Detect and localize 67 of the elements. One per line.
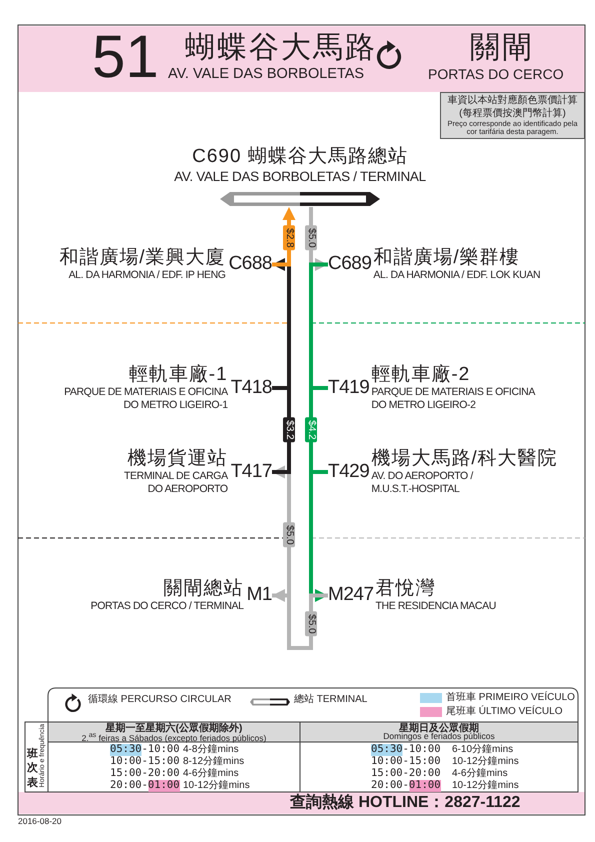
- stop-name-translation: AV. DO AEROPORTO / M.U.S.T.-HOSPITAL: [371, 470, 474, 496]
- stop-name: C690 蝴蝶谷大馬路總站: [192, 146, 408, 169]
- route-number: 51: [92, 24, 159, 90]
- legend-text: 循環線 PERCURSO CIRCULAR: [88, 694, 232, 705]
- legend-text: 首班車 PRIMEIRO VEÍCULO: [446, 692, 575, 703]
- stop-name: AV. VALE DAS BORBOLETAS / TERMINAL: [174, 168, 426, 185]
- fare-label: $5.0: [305, 225, 317, 251]
- time-range: 20:00-01:00: [371, 780, 441, 792]
- time-range: 10:00-15:00: [371, 756, 441, 768]
- stop-name-translation: PORTAS DO CERCO / TERMINAL: [90, 600, 244, 613]
- stop-name: 君悅灣: [376, 578, 436, 600]
- stop-name: 關閘總站: [164, 578, 244, 600]
- time-range: 20:00-01:00: [110, 780, 180, 792]
- hotline-text: 查詢熱線 HOTLINE：2827-1122: [290, 794, 520, 812]
- time-range: 15:00-20:00: [371, 768, 441, 780]
- stop-code: M247: [328, 584, 374, 606]
- stop-name: 輕軌車廠-2: [371, 364, 470, 386]
- frequency-text: 10-12分鐘mins: [183, 780, 250, 791]
- stop-name: 和諧廣場/樂群樓: [373, 247, 520, 269]
- destination-name: 蝴蝶谷大馬路: [185, 31, 377, 64]
- column-heading: Domingos e feriados públicos: [383, 732, 495, 742]
- frequency-text: 10-12分鐘mins: [452, 756, 519, 767]
- frequency-text: 8-12分鐘mins: [183, 756, 244, 767]
- fare-label: $3.2: [283, 417, 295, 443]
- stop-code: T429: [328, 461, 370, 484]
- frequency-text: 10-12分鐘mins: [452, 780, 519, 791]
- date-text: 2016-08-20: [18, 817, 62, 826]
- column-heading: 星期日及公眾假期: [399, 723, 479, 734]
- table-heading: 班次表: [27, 747, 38, 790]
- stop-name-translation: AL. DA HARMONIA / EDF. LOK KUAN: [373, 268, 540, 282]
- time-range: 15:00-20:00: [110, 768, 180, 780]
- destination-name: PORTAS DO CERCO: [428, 67, 564, 82]
- destination-name: AV. VALE DAS BORBOLETAS: [168, 67, 364, 83]
- stop-name: 機場大馬路/科大醫院: [371, 448, 558, 470]
- stop-name-translation: TERMINAL DE CARGA DO AEROPORTO: [123, 470, 228, 496]
- fare-label: $5.0: [283, 522, 295, 548]
- stop-code: C688: [228, 253, 272, 276]
- stop-name-translation: THE RESIDENCIA MACAU: [376, 600, 496, 613]
- stop-code: C689: [328, 253, 372, 276]
- stop-name-translation: PARQUE DE MATERIAIS E OFICINA DO METRO LIGEIRO-1: [63, 386, 228, 412]
- time-range: 05:30-10:00: [371, 744, 441, 756]
- stop-name: 輕軌車廠-1: [128, 364, 228, 386]
- stop-name: 和諧廣場/業興大廈: [59, 247, 226, 269]
- fare-label: $4.2: [305, 417, 317, 443]
- stop-code: T418: [230, 377, 272, 400]
- fare-label: $5.0: [305, 611, 317, 637]
- time-range: 05:30-10:00: [110, 744, 180, 756]
- fare-note-box: [440, 92, 585, 139]
- frequency-text: 4-8分鐘mins: [183, 744, 239, 755]
- time-range: 10:00-15:00: [110, 756, 180, 768]
- legend-text: 尾班車 ÚLTIMO VEÍCULO: [446, 706, 562, 717]
- destination-name: 關閘: [470, 31, 534, 64]
- column-heading: 2.$^{as}$ feiras a Sábados (excepto feriados públicos): [82, 732, 266, 744]
- stop-code: T419: [328, 377, 370, 400]
- stop-name-translation: PARQUE DE MATERIAIS E OFICINA DO METRO LIGEIRO-2: [371, 386, 536, 412]
- frequency-text: 6-10分鐘mins: [452, 744, 514, 755]
- stop-code: T417: [230, 461, 272, 484]
- stop-name: 機場貨運站: [128, 448, 228, 470]
- note-text: 車資以本站對應顏色票價計算: [446, 95, 578, 108]
- column-heading: 星期一至星期六(公眾假期除外): [106, 723, 242, 734]
- legend-text: 總站 TERMINAL: [294, 694, 368, 705]
- frequency-text: 4-6分鐘mins: [183, 768, 239, 779]
- note-text: (每程票價按澳門幣計算): [458, 108, 567, 120]
- stop-code: M1: [246, 584, 272, 606]
- stop-name-translation: AL. DA HARMONIA / EDF. IP HENG: [68, 268, 226, 282]
- fare-label: $2.8: [283, 225, 295, 251]
- frequency-text: 4-6分鐘mins: [452, 768, 508, 779]
